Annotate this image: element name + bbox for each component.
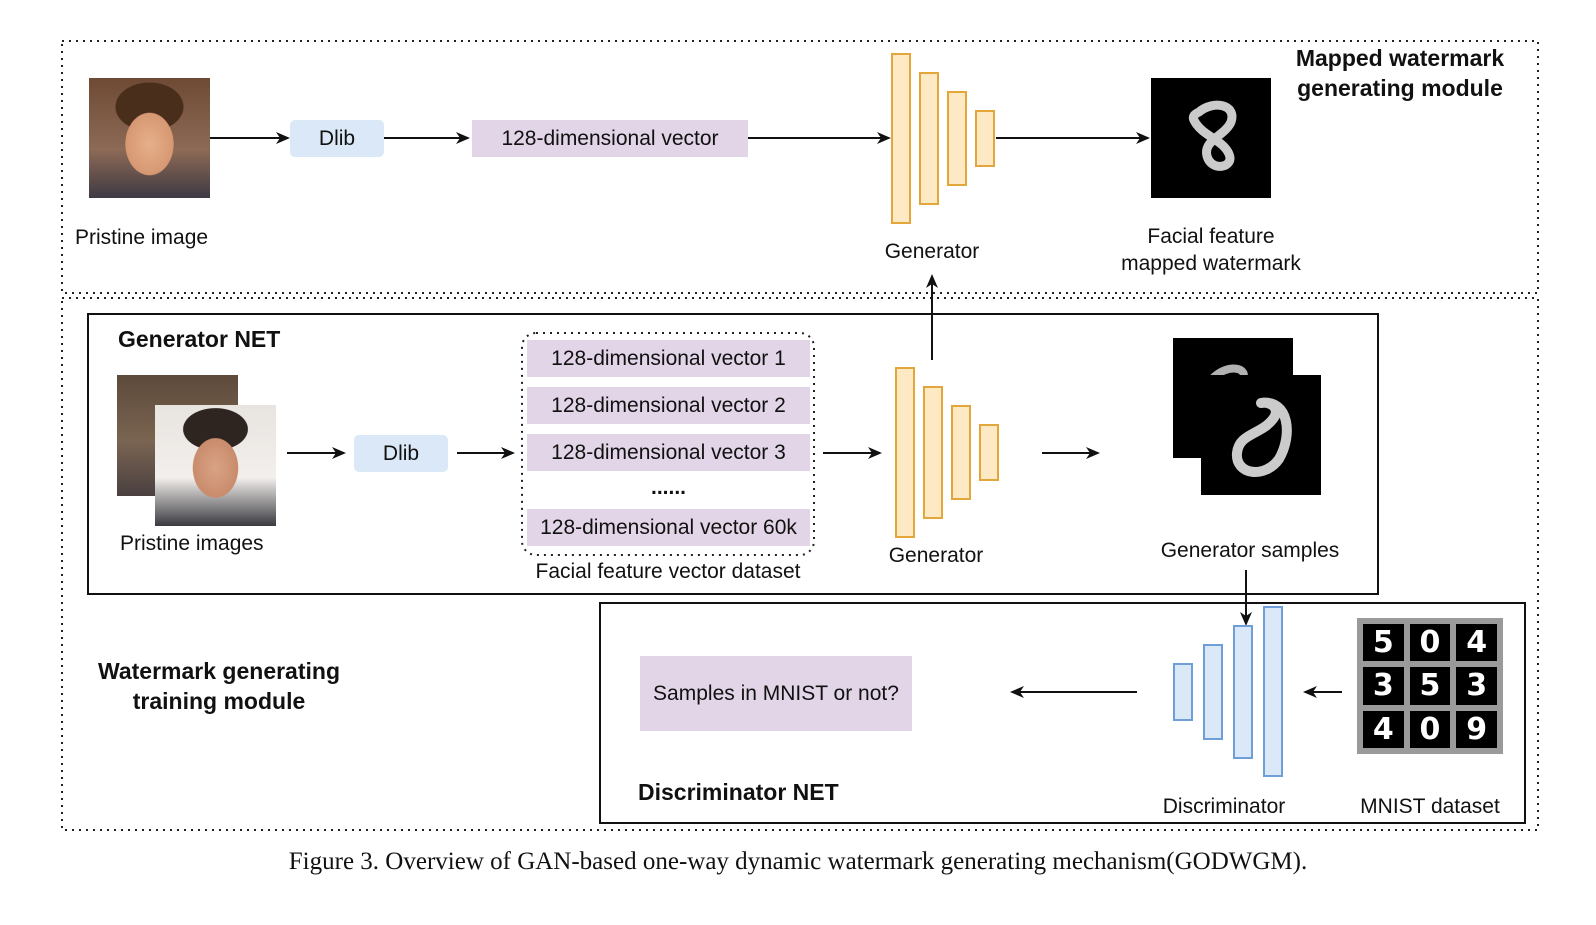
mapped-title-line1: Mapped watermark [1295,45,1505,71]
vector-item-1: 128-dimensional vector 1 [527,340,810,377]
vector-ellipsis: ...... [650,476,686,499]
training-module-title: Watermark generating training module [74,657,364,717]
mnist-digit: 3 [1456,667,1497,705]
watermark-label: Facial feature mapped watermark [1100,223,1322,278]
watermark-digit [1188,100,1237,171]
pristine-face-photo [89,78,210,198]
watermark-label-line1: Facial feature [1147,225,1275,248]
mnist-digit: 4 [1363,710,1404,748]
mnist-digit: 5 [1363,624,1404,662]
pristine-image-label: Pristine image [75,226,209,249]
training-title-line1: Watermark generating [98,658,340,684]
pristine-face-photo-front [155,405,276,526]
top-vector-box: 128-dimensional vector [472,120,748,157]
net-generator-label: Generator [888,544,984,567]
training-title-line2: training module [132,687,306,714]
mapped-module-title: Mapped watermark generating module [1280,44,1520,104]
top-dlib-box: Dlib [290,120,384,157]
vector-item-2: 128-dimensional vector 2 [527,387,810,424]
top-generator-label: Generator [884,240,980,263]
mnist-question-box: Samples in MNIST or not? [640,656,912,731]
pristine-images-label: Pristine images [120,532,264,555]
top-generator-shape [891,53,995,224]
mapped-module-frame [61,40,1539,294]
net-generator-shape [895,367,999,538]
mnist-digit: 3 [1363,667,1404,705]
mnist-digit: 4 [1456,624,1497,662]
mnist-digit: 0 [1409,624,1451,662]
mapped-title-line2: generating module [1297,74,1503,101]
mnist-label: MNIST dataset [1360,795,1500,818]
vector-item-last: 128-dimensional vector 60k [527,509,810,546]
discriminator-label: Discriminator [1162,795,1286,818]
discriminator-shape [1173,606,1283,777]
mnist-digit: 9 [1456,710,1497,748]
watermark-label-line2: mapped watermark [1121,252,1301,276]
dataset-label: Facial feature vector dataset [535,560,801,583]
mnist-digit: 5 [1409,667,1451,705]
watermark-image [1151,78,1271,198]
discriminator-net-title: Discriminator NET [638,779,839,805]
figure-caption: Figure 3. Overview of GAN-based one-way … [288,848,1308,875]
net-dlib-box: Dlib [354,435,448,472]
generator-sample-front [1201,375,1321,495]
training-module-frame [61,297,1539,831]
sample-front-digit [1232,397,1292,477]
generator-net-frame [87,313,1379,595]
mnist-grid: 5 0 4 3 5 3 4 0 9 [1357,618,1503,754]
mnist-digit: 0 [1409,710,1451,748]
generator-samples-label: Generator samples [1160,539,1340,562]
generator-net-title: Generator NET [118,326,281,352]
vector-item-3: 128-dimensional vector 3 [527,434,810,471]
discriminator-net-frame [599,602,1526,824]
